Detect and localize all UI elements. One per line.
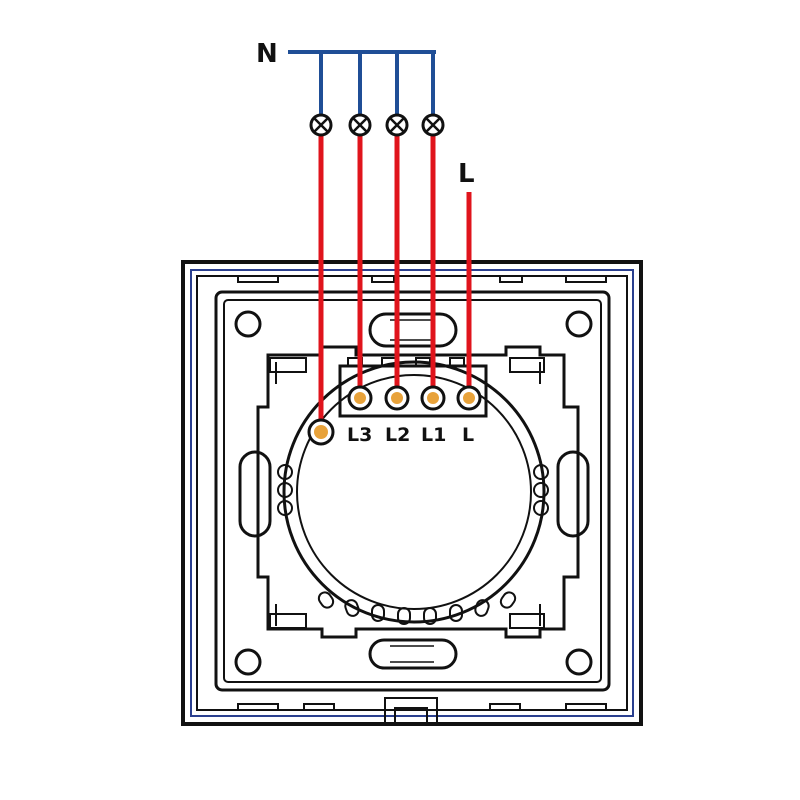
mounting-plate-inner	[223, 299, 602, 683]
frame-top-notches	[237, 276, 607, 283]
left-side-slot	[238, 450, 272, 538]
terminal-label-l: L	[462, 424, 474, 446]
central-dial-inner	[296, 374, 532, 610]
module-body	[256, 345, 580, 639]
outer-frame-inner-edge	[190, 269, 634, 717]
terminal-screw-icon	[384, 385, 410, 411]
live-wires	[318, 136, 472, 430]
switch-backplate	[181, 260, 643, 726]
lamp-cross-icon	[348, 113, 372, 137]
right-side-slot	[556, 450, 590, 538]
frame-inner-line	[196, 275, 628, 711]
outer-frame	[181, 260, 643, 726]
neutral-label: N	[256, 39, 278, 69]
dial-teeth	[317, 591, 517, 625]
terminal-screw-icon	[456, 385, 482, 411]
terminal-screws	[307, 385, 482, 446]
terminal-block	[338, 364, 488, 418]
terminal-label-l3: L3	[347, 424, 372, 446]
terminal-label-l2: L2	[385, 424, 410, 446]
screw-hole-top-left	[234, 310, 262, 338]
screw-hole-top-right	[565, 310, 593, 338]
terminal-screw-icon	[307, 418, 335, 446]
lamp-cross-icon	[309, 113, 333, 137]
terminal-label-l1: L1	[421, 424, 446, 446]
top-slot	[368, 312, 458, 348]
screw-hole-bottom-right	[565, 648, 593, 676]
lamp-cross-icon	[421, 113, 445, 137]
neutral-bus	[288, 50, 436, 114]
mounting-plate	[214, 290, 611, 692]
side-bumps	[277, 464, 549, 516]
central-dial	[282, 360, 546, 624]
frame-bottom-notches	[237, 703, 607, 710]
bottom-slot	[368, 638, 458, 670]
lamps	[309, 113, 445, 137]
terminal-screw-icon	[347, 385, 373, 411]
frame-bottom-tab	[384, 697, 438, 724]
lamp-cross-icon	[385, 113, 409, 137]
terminal-screw-icon	[420, 385, 446, 411]
screw-hole-bottom-left	[234, 648, 262, 676]
live-label: L	[458, 159, 475, 189]
